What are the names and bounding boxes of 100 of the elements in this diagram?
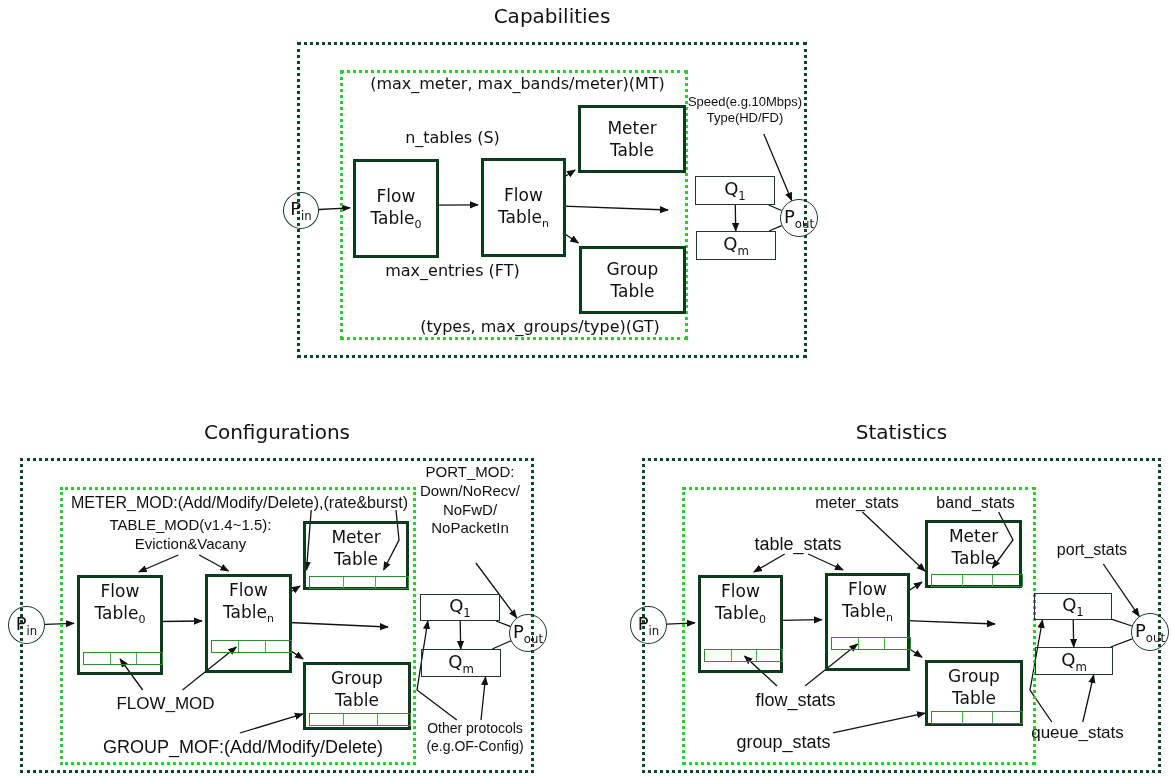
annotation: port_stats — [1052, 540, 1132, 564]
entry-row — [704, 649, 783, 662]
dotted-frame — [340, 70, 688, 340]
port-name: P$_{in}$ — [637, 612, 660, 638]
table-block — [481, 158, 566, 257]
arrow — [807, 553, 844, 571]
annotation: meter_stats — [811, 493, 903, 515]
table-name: Flow Table$_{n}$ — [841, 578, 894, 626]
table-block — [205, 574, 292, 673]
entry-row — [309, 576, 409, 589]
annotation: (max_meter, max_bands/meter)(MT) — [369, 73, 666, 95]
queue-name: Q$_{m}$ — [723, 233, 749, 258]
queue-name: Q$_{1}$ — [724, 178, 746, 203]
arrow — [1082, 674, 1096, 723]
entry-row — [831, 637, 911, 650]
table-block — [303, 521, 409, 590]
table-block — [698, 575, 783, 673]
arrow — [416, 620, 458, 721]
port-name: P$_{out}$ — [1135, 619, 1165, 645]
table-name: Group Table — [947, 665, 1001, 710]
queue-box — [420, 594, 500, 621]
panel-title: Statistics — [854, 419, 949, 446]
table-block — [77, 575, 163, 675]
table-name: Meter Table — [330, 526, 382, 571]
table-name: Group Table — [330, 667, 384, 712]
table-name: Meter Table — [606, 116, 658, 162]
table-name: Flow Table$_{0}$ — [714, 580, 767, 628]
arrow — [318, 204, 351, 212]
connector-line — [1110, 638, 1133, 648]
annotation: n_tables (S) — [404, 127, 501, 149]
entry-row — [83, 652, 163, 665]
arrow — [475, 562, 518, 619]
entry-row — [211, 640, 292, 653]
queue-name: Q$_{1}$ — [1062, 594, 1084, 619]
arrow — [804, 643, 859, 687]
table-block — [925, 660, 1023, 726]
panel-title: Configurations — [202, 419, 352, 446]
dotted-frame — [60, 487, 416, 765]
arrow — [743, 655, 778, 687]
arrow — [753, 553, 786, 573]
arrow — [303, 509, 312, 571]
arrow — [198, 554, 230, 572]
connector-line — [491, 640, 512, 650]
arrow — [480, 676, 489, 721]
port-name: P$_{in}$ — [290, 198, 312, 223]
annotation: FLOW_MOD — [113, 693, 218, 715]
entry-row — [309, 713, 411, 726]
arrow — [1069, 619, 1078, 648]
annotation: queue_stats — [1030, 722, 1125, 746]
queue-box — [696, 231, 776, 260]
table-block — [303, 662, 411, 730]
arrow — [1102, 563, 1140, 618]
table-name: Flow Table$_{0}$ — [369, 184, 423, 233]
table-name: Group Table — [605, 257, 660, 303]
arrow — [991, 511, 1014, 569]
arrow — [239, 712, 304, 734]
annotation: Other protocols (e.g.OF-Config) — [418, 720, 532, 760]
arrow — [181, 646, 237, 691]
table-block — [578, 105, 686, 173]
annotation: (types, max_groups/type)(GT) — [419, 316, 661, 338]
port-name: P$_{out}$ — [513, 620, 543, 646]
connector-line — [495, 620, 511, 627]
annotation: table_stats — [748, 533, 848, 557]
connector-line — [1111, 618, 1133, 627]
arrow — [861, 511, 926, 572]
table-name: Flow Table$_{n}$ — [497, 183, 550, 232]
queue-name: Q$_{1}$ — [449, 595, 471, 620]
arrow — [1029, 619, 1053, 723]
arrow — [119, 658, 144, 691]
annotation: METER_MOD:(Add/Modify/Delete),(rate&burst) — [67, 493, 412, 513]
entry-row — [931, 574, 1023, 587]
arrow — [137, 554, 179, 573]
queue-box — [1034, 593, 1112, 620]
arrow — [382, 509, 400, 571]
annotation: PORT_MOD: Down/NoRecv/ NoFwD/ NoPacketIn — [416, 463, 524, 563]
queue-box — [695, 176, 775, 205]
queue-box — [421, 649, 501, 677]
table-name: Flow Table$_{n}$ — [222, 579, 275, 627]
annotation: band_stats — [933, 493, 1018, 515]
arrow — [44, 620, 75, 628]
queue-name: Q$_{m}$ — [448, 650, 474, 676]
table-name: Flow Table$_{0}$ — [93, 580, 147, 628]
annotation: Speed(e.g.10Mbps) Type(HD/FD) — [686, 94, 804, 134]
arrow — [732, 204, 740, 232]
panel-title: Capabilities — [492, 3, 612, 30]
arrow — [456, 620, 465, 650]
table-block — [925, 520, 1022, 588]
arrow — [666, 619, 696, 627]
arrow — [832, 711, 926, 734]
connector-line — [768, 204, 783, 212]
queue-name: Q$_{m}$ — [1061, 648, 1087, 674]
table-block — [825, 573, 910, 671]
annotation: TABLE_MOD(v1.4~1.5): Eviction&Vacany — [83, 516, 298, 558]
port-name: P$_{out}$ — [784, 205, 814, 231]
table-block — [353, 159, 439, 258]
port-name: P$_{in}$ — [15, 612, 38, 638]
annotation: GROUP_MOF:(Add/Modify/Delete) — [93, 736, 393, 760]
connector-line — [768, 224, 783, 232]
annotation: flow_stats — [748, 689, 843, 713]
table-block — [579, 246, 686, 314]
